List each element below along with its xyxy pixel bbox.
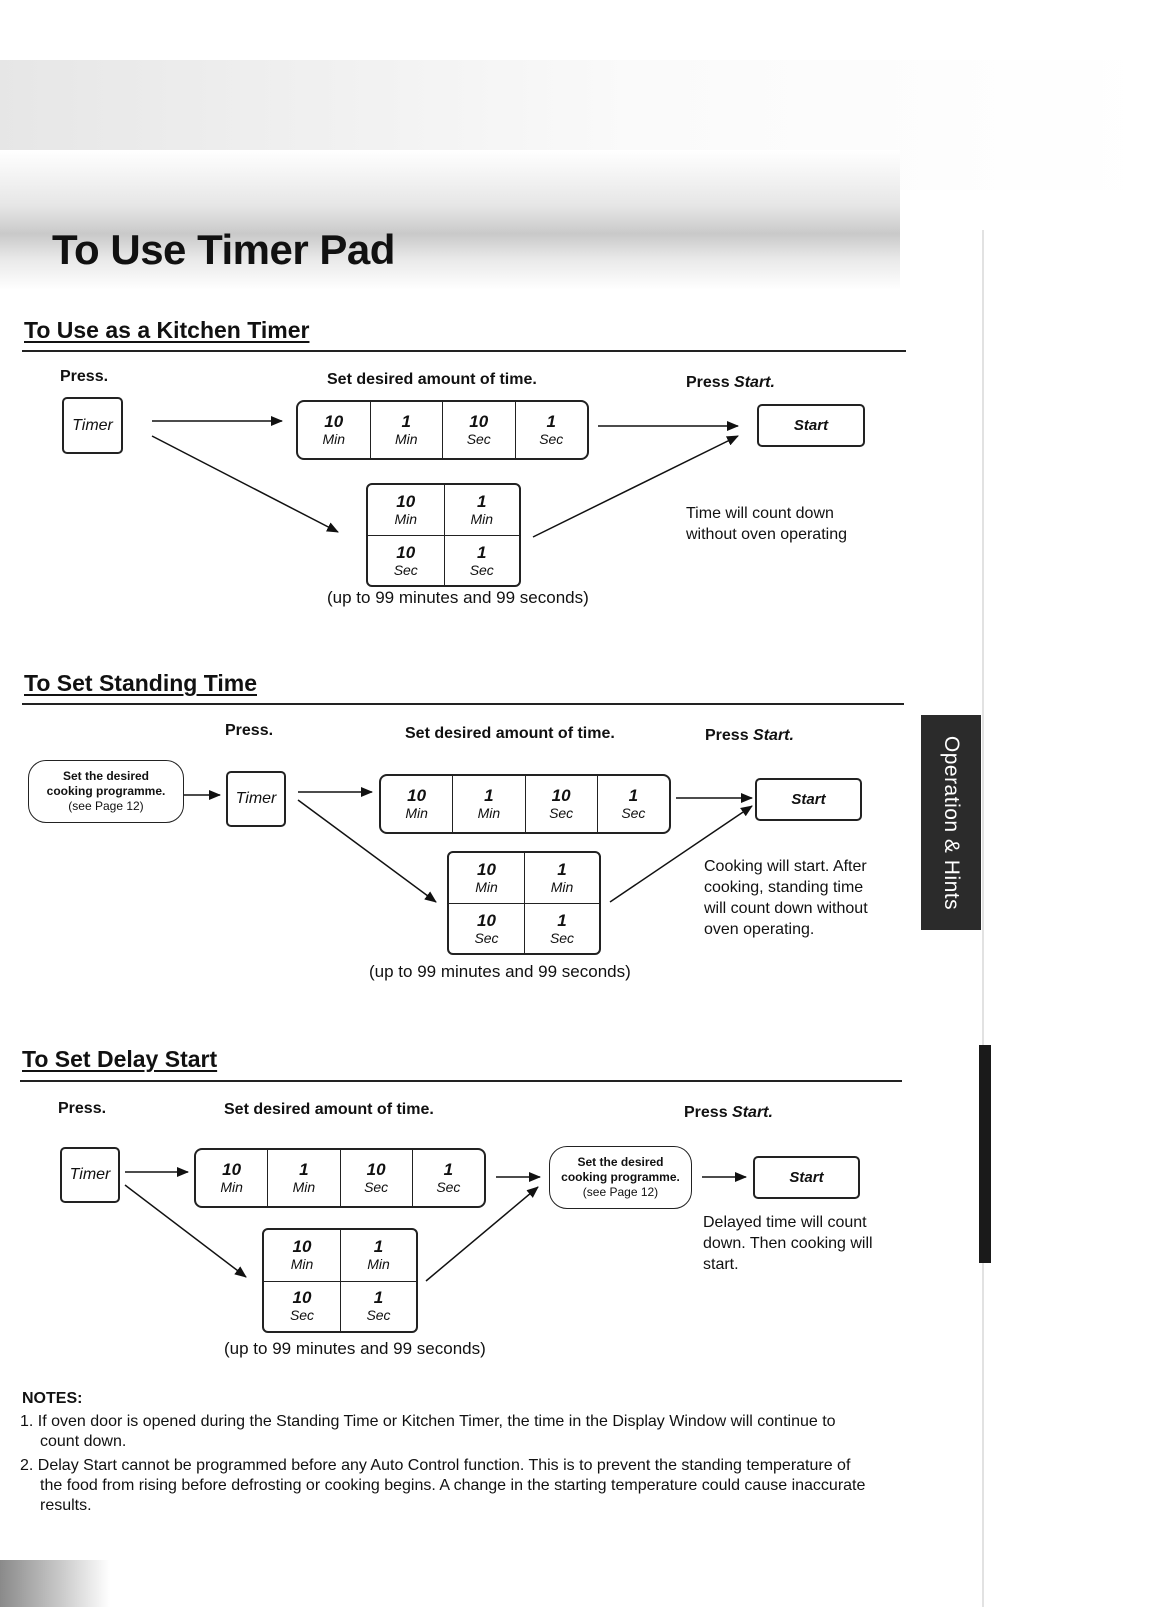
range-caption: (up to 99 minutes and 99 seconds) [369, 962, 631, 981]
cooking-programme-step: Set the desired cooking programme. (see … [28, 760, 184, 823]
timer-button[interactable]: Timer [62, 397, 123, 454]
delay-start-note: Delayed time will count down. Then cooki… [703, 1214, 873, 1273]
title-band [0, 150, 900, 290]
page-edge-line [982, 230, 984, 1607]
section-title-kitchen-timer: To Use as a Kitchen Timer [24, 317, 310, 343]
section-rule [22, 703, 904, 705]
press-label: Press. [60, 368, 109, 385]
start-button[interactable]: Start [753, 1156, 860, 1199]
timer-button[interactable]: Timer [60, 1147, 120, 1203]
standing-time-note: Cooking will start. After cooking, stand… [704, 858, 868, 938]
page-title: To Use Timer Pad [52, 226, 395, 273]
section-tab: Operation & Hints [921, 715, 981, 930]
section-rule [20, 1080, 902, 1082]
note-item: 1. If oven door is opened during the Sta… [20, 1413, 836, 1450]
set-time-label: Set desired amount of time. [327, 371, 537, 388]
notes-heading: NOTES: [22, 1390, 83, 1407]
press-label: Press. [225, 722, 274, 739]
range-caption: (up to 99 minutes and 99 seconds) [224, 1339, 486, 1358]
cooking-programme-step: Set the desired cooking programme. (see … [549, 1146, 692, 1209]
start-button[interactable]: Start [755, 778, 862, 821]
section-title-standing-time: To Set Standing Time [24, 670, 257, 696]
section-title-delay-start: To Set Delay Start [22, 1046, 218, 1072]
press-start-label: Press Start. [684, 1104, 773, 1121]
press-label: Press. [58, 1100, 107, 1117]
range-caption: (up to 99 minutes and 99 seconds) [327, 588, 589, 607]
press-start-label: Press Start. [705, 727, 794, 744]
set-time-label: Set desired amount of time. [224, 1101, 434, 1118]
kitchen-timer-note: Time will count down without oven operat… [686, 505, 847, 543]
side-marker-bar [979, 1045, 991, 1263]
section-rule [22, 350, 906, 352]
start-button[interactable]: Start [757, 404, 865, 447]
corner-shading [0, 1560, 110, 1607]
timer-button[interactable]: Timer [226, 771, 286, 827]
notes-list: 1. If oven door is opened during the Sta… [20, 1412, 870, 1520]
press-start-label: Press Start. [686, 374, 775, 391]
set-time-label: Set desired amount of time. [405, 725, 615, 742]
note-item: 2. Delay Start cannot be programmed befo… [20, 1457, 866, 1514]
